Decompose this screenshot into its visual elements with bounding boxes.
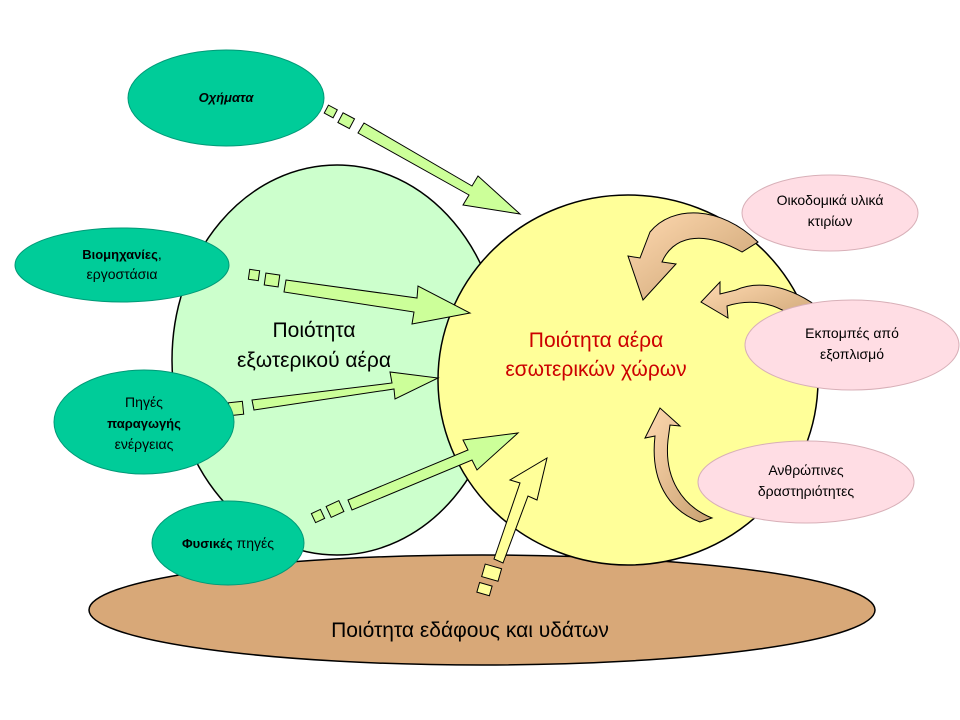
source-natural-bubble [151,500,305,586]
soil-water-quality: Ποιότητα εδάφους και υδάτων [88,554,876,666]
arrow-materials [627,212,759,301]
indoor-source-arrows [627,212,823,523]
source-natural-bold: Φυσικές [182,536,233,551]
indoor-label-line2: εσωτερικών χώρων [505,358,686,381]
source-building-materials-line1: Οικοδομικά υλικά [777,192,884,208]
source-energy-line2: παραγωγής [107,416,181,431]
soil-label: Ποιότητα εδάφους και υδάτων [331,619,609,642]
soil-ellipse [88,554,876,666]
arrow-natural [310,432,520,524]
source-equipment-emissions-bubble [744,299,960,391]
source-industries-bubble [14,227,230,303]
source-industries: Βιομηχανίες, εργοστάσια [14,227,230,303]
source-industries-line2: εργοστάσια [87,266,158,282]
source-natural: Φυσικές πηγές [151,500,305,586]
outdoor-label-line1: Ποιότητα [272,319,355,342]
source-human-activities-bubble [697,440,915,524]
source-industries-line1: Βιομηχανίες, [82,246,162,262]
source-natural-label: Φυσικές πηγές [182,535,274,551]
source-human-activities-line1: Ανθρώπινες [768,462,844,478]
source-vehicles-label: Οχήματα [199,90,255,105]
outdoor-air-quality: Ποιότητα εξωτερικού αέρα [171,164,503,556]
source-natural-rest: πηγές [233,535,275,551]
source-building-materials-bubble [741,174,919,252]
source-building-materials: Οικοδομικά υλικά κτιρίων [741,174,919,252]
source-human-activities: Ανθρώπινες δραστηριότητες [697,440,915,524]
source-human-activities-line2: δραστηριότητες [758,483,855,499]
source-industries-bold: Βιομηχανίες [82,247,158,262]
source-equipment-emissions-line1: Εκπομπές από [805,325,899,341]
source-vehicles-bubble [127,49,325,147]
source-vehicles: Οχήματα [127,49,325,147]
source-energy-line1: Πηγές [125,394,163,410]
outdoor-source-arrows [211,104,522,524]
source-industries-comma: , [158,246,162,262]
source-energy-line3: ενέργειας [115,436,174,452]
source-equipment-emissions-line2: εξοπλισμό [820,346,884,362]
source-energy-production: Πηγές παραγωγής ενέργειας [53,369,235,475]
source-energy-production-bubble [53,369,235,475]
arrow-soil [476,456,548,597]
arrow-industries [247,268,472,325]
source-building-materials-line2: κτιρίων [808,213,853,229]
indoor-label-line1: Ποιότητα αέρα [529,329,663,352]
arrow-vehicles [323,104,522,215]
source-equipment-emissions: Εκπομπές από εξοπλισμό [744,299,960,391]
outdoor-label-line2: εξωτερικού αέρα [237,349,391,372]
arrow-human [644,407,714,523]
